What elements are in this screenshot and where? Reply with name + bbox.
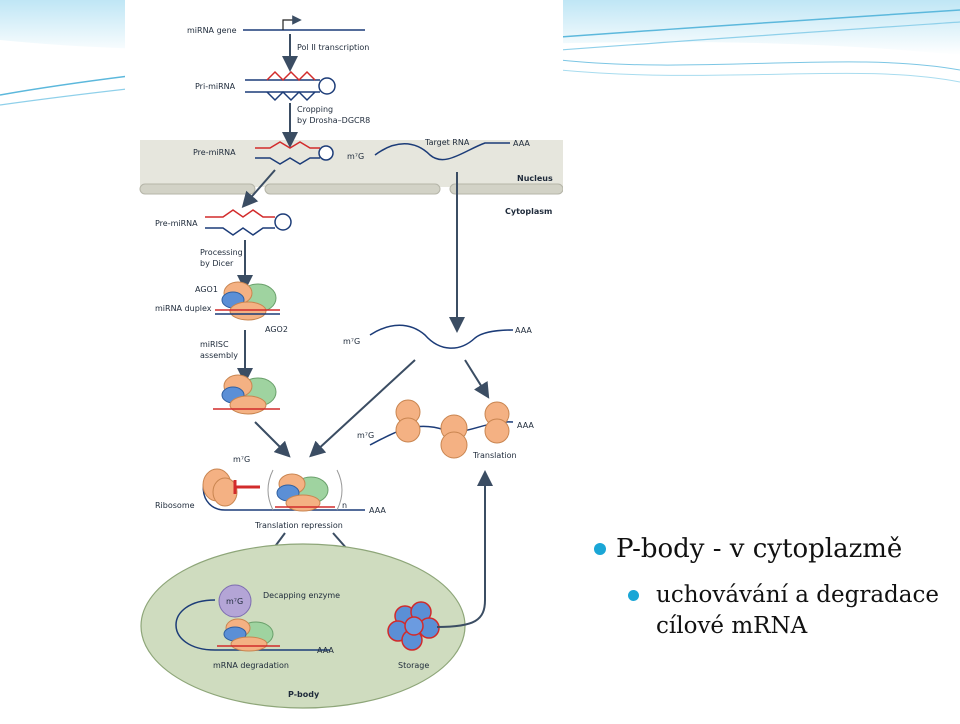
- label-aaa-3: AAA: [517, 421, 534, 430]
- mirisc-complex: [213, 374, 280, 415]
- pri-mirna-hairpin: [245, 70, 336, 102]
- label-m7g-1: m⁷G: [347, 152, 364, 161]
- label-mirna-duplex: miRNA duplex: [155, 304, 212, 313]
- label-cytoplasm: Cytoplasm: [505, 207, 552, 216]
- label-p-body: P-body: [288, 690, 320, 699]
- arrow: [464, 359, 490, 399]
- nuclear-membrane: [449, 183, 564, 195]
- label-storage: Storage: [398, 661, 429, 670]
- label-m7g-4: m⁷G: [233, 455, 250, 464]
- label-aaa-1: AAA: [513, 139, 530, 148]
- label-translation: Translation: [472, 451, 517, 460]
- decapping-enzyme-icon: [218, 584, 252, 618]
- target-mrna-strand: [369, 324, 514, 349]
- label-aaa-5: AAA: [317, 646, 334, 655]
- label-aaa-2: AAA: [515, 326, 532, 335]
- arrow: [309, 359, 416, 458]
- ago-complex-duplex: [215, 281, 280, 321]
- label-ago1: AGO1: [195, 285, 218, 294]
- export-arrow: [241, 169, 276, 209]
- label-pol2: Pol II transcription: [297, 43, 369, 52]
- label-mirisc-2: assembly: [200, 351, 238, 360]
- arrow: [254, 421, 291, 458]
- storage-granule-icon: [387, 601, 440, 651]
- nuclear-membrane: [139, 183, 256, 195]
- label-mirisc-1: miRISC: [200, 340, 229, 349]
- label-m7g-3: m⁷G: [357, 431, 374, 440]
- inhibition-bar-icon: [233, 480, 260, 494]
- mirisc-in-pbody: [217, 618, 280, 652]
- label-pri-mirna: Pri-miRNA: [195, 82, 236, 91]
- label-n: n: [342, 501, 347, 510]
- label-ago2: AGO2: [265, 325, 288, 334]
- bullet-dot-icon: [628, 590, 639, 601]
- ribosome-icon: [484, 401, 510, 444]
- bullet-text: uchovávání a degradace cílové mRNA: [656, 582, 939, 639]
- mirisc-on-mrna: [275, 473, 335, 512]
- degraded-mrna: [175, 599, 330, 651]
- mirna-pathway-figure: miRNA gene Pol II transcription Pri-miRN…: [125, 0, 564, 720]
- label-mrna-degradation: mRNA degradation: [213, 661, 289, 670]
- label-pre-mirna-nucleus: Pre-miRNA: [193, 148, 236, 157]
- label-processing-1: Processing: [200, 248, 243, 257]
- label-nucleus: Nucleus: [517, 174, 553, 183]
- label-translation-repression: Translation repression: [254, 521, 343, 530]
- nuclear-membrane: [264, 183, 441, 195]
- bullet-level-2: uchovávání a degradace cílové mRNA: [628, 580, 954, 642]
- ribosome-icon: [395, 399, 421, 443]
- label-m7g-5: m⁷G: [226, 597, 243, 606]
- label-m7g-2: m⁷G: [343, 337, 360, 346]
- label-mirna-gene: miRNA gene: [187, 26, 237, 35]
- label-cropping-2: by Drosha–DGCR8: [297, 116, 370, 125]
- ribosome-icon: [202, 468, 238, 507]
- label-cropping-1: Cropping: [297, 105, 333, 114]
- bullet-text: P-body - v cytoplazmě: [616, 534, 903, 564]
- ribosome-icon: [440, 414, 468, 459]
- pre-mirna-nucleus: [255, 141, 334, 165]
- promoter-arrow-icon: [282, 15, 302, 30]
- bracket-left: [267, 469, 274, 511]
- release-arrow: [436, 470, 493, 628]
- bracket-right: [336, 469, 343, 511]
- mirna-pathway-diagram: miRNA gene Pol II transcription Pri-miRN…: [139, 15, 564, 709]
- label-aaa-4: AAA: [369, 506, 386, 515]
- target-rna-strand: [374, 142, 510, 161]
- label-pre-mirna-cytoplasm: Pre-miRNA: [155, 219, 198, 228]
- p-body-region: [140, 543, 466, 709]
- label-decapping-enzyme: Decapping enzyme: [263, 591, 340, 600]
- nucleus-region: [140, 140, 563, 187]
- label-target-rna: Target RNA: [424, 138, 470, 147]
- bullet-list: P-body - v cytoplazmě uchovávání a degra…: [594, 532, 954, 642]
- bullet-level-1: P-body - v cytoplazmě: [594, 532, 954, 566]
- label-processing-2: by Dicer: [200, 259, 234, 268]
- bullet-dot-icon: [594, 543, 606, 555]
- label-ribosome: Ribosome: [155, 501, 195, 510]
- pre-mirna-cytoplasm: [205, 209, 292, 236]
